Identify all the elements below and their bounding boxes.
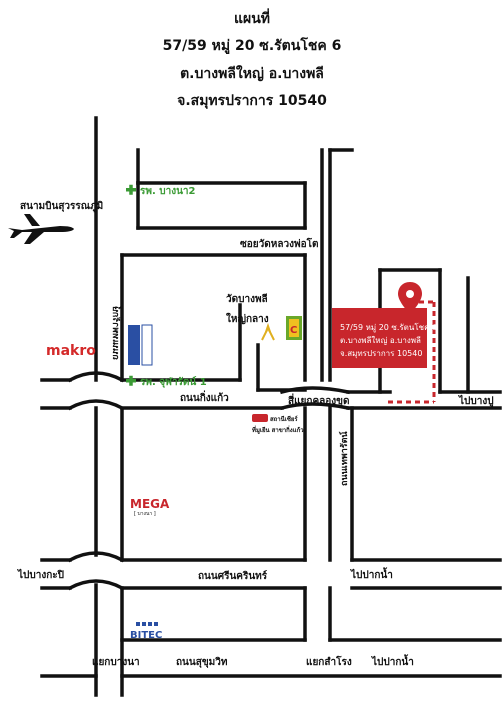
destination-line-2: ต.บางพลีใหญ่ อ.บางพลี: [340, 336, 421, 345]
road-kingkaew-bridge-top: [67, 371, 125, 383]
bitec-icon: [136, 622, 158, 626]
road-sukhumvit-label: ถนนสุขุมวิท: [176, 656, 228, 668]
junction-bangna: แยกบางนา: [92, 657, 140, 668]
road-theparak-label: ถนนเทพารักษ์: [110, 306, 122, 360]
temple-label-line1: วัดบางพลี: [226, 293, 268, 305]
svg-text:C: C: [290, 325, 297, 336]
airplane-icon: [8, 214, 74, 244]
road-thepharat-label: ถนนเทพารัตน์: [338, 431, 350, 486]
destination-line-3: จ.สมุทรปราการ 10540: [340, 349, 422, 358]
road-kingkaew-bridge-bottom: [67, 399, 125, 411]
address-line-3: จ.สมุทรปราการ 10540: [177, 93, 327, 109]
direction-bangkapi: ไปบางกะปิ: [17, 568, 64, 581]
road-srinakarin-bridge-top: [67, 551, 125, 563]
mega-logo: MEGA: [130, 497, 170, 511]
mega-sublabel: [ บางนา ]: [134, 511, 156, 517]
hospital-bangna2-label: รพ. บางนา2: [140, 186, 196, 197]
road-srinakarin-bridge-bottom: [67, 579, 125, 591]
road-network: [40, 116, 502, 697]
address-line-2: ต.บางพลีใหญ่ อ.บางพลี: [180, 66, 324, 82]
direction-bangpu: ไปบางปู: [458, 394, 494, 408]
station-icon: [252, 414, 268, 422]
road-kingkaew-overpass-bottom: [279, 402, 351, 411]
road-klongchong-label: สี่แยกคลองขุด: [288, 393, 350, 407]
airport-label: สนามบินสุวรรณภูมิ: [20, 200, 103, 213]
hospital-cross-icon: [126, 375, 136, 386]
hospital-cross-icon: [126, 184, 136, 195]
temple-icon: [261, 322, 275, 341]
destination-line-1: 57/59 หมู่ 20 ซ.รัตนโชค 6: [340, 322, 437, 333]
road-kingkaew-label: ถนนกิ่งแก้ว: [180, 390, 229, 404]
road-soi-wat-label: ซอยวัดหลวงพ่อโต: [240, 237, 318, 250]
road-srinakarin-label: ถนนศรีนครินทร์: [198, 570, 268, 582]
junction-samrong: แยกสำโรง: [306, 655, 352, 668]
road-kingkaew-overpass-top: [279, 386, 351, 395]
direction-paknam-mid: ไปปากน้ำ: [350, 567, 393, 581]
store-icon: C: [286, 316, 302, 340]
direction-paknam-bottom: ไปปากน้ำ: [371, 654, 414, 668]
address-line-1: 57/59 หมู่ 20 ซ.รัตนโชค 6: [162, 38, 342, 54]
destination-box: [332, 308, 427, 368]
billboard-icon: [128, 324, 153, 366]
map-title: แผนที่: [233, 11, 271, 27]
hospital-jularat-label: รพ. จุฬารัตน์ 1: [140, 376, 207, 388]
location-pin-icon: [398, 282, 422, 314]
bitec-logo: BITEC: [130, 630, 162, 641]
temple-label-line2: ใหญ่กลาง: [226, 312, 269, 325]
station-label-line2: ที่มูเยีน สาขากิ่งแก้ว: [252, 425, 304, 435]
makro-logo: makro: [46, 343, 96, 359]
station-label-line1: สถานีเซียร์: [270, 415, 298, 423]
